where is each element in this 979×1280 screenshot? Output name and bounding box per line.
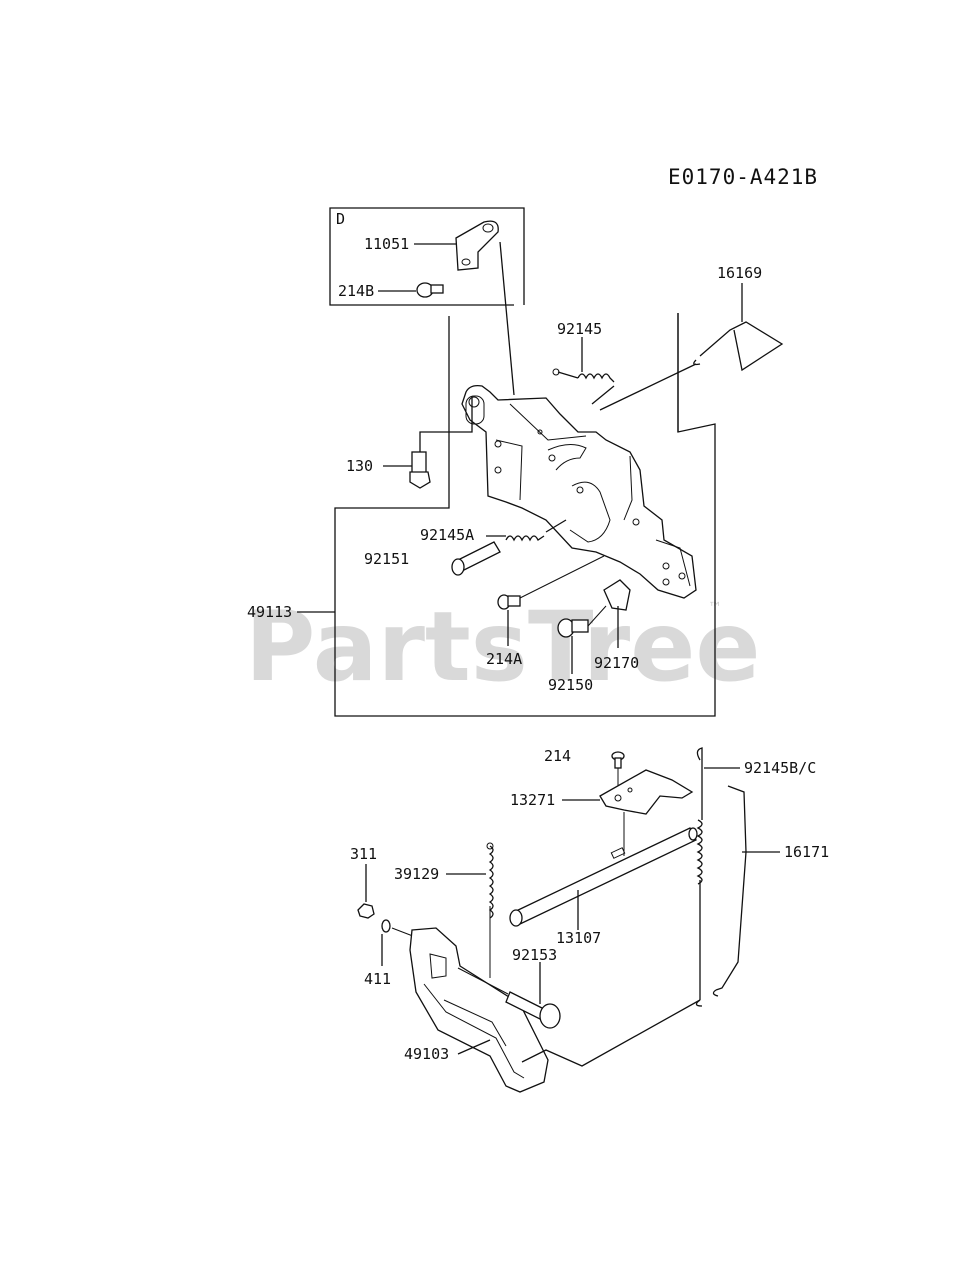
bolt-130: 130 (346, 396, 473, 489)
washer-411: 411 (364, 919, 391, 988)
connector-line (521, 999, 701, 1067)
label-92170: 92170 (594, 654, 639, 672)
label-92145BC: 92145B/C (744, 759, 816, 777)
label-214B: 214B (338, 282, 374, 300)
label-16169: 16169 (717, 264, 762, 282)
screw-214A: 214A (486, 555, 605, 668)
nut-311: 311 (350, 845, 377, 919)
lever-49103: 49103 (391, 927, 549, 1093)
callout-92170: 92170 (594, 606, 639, 672)
label-92145A: 92145A (420, 526, 474, 544)
callout-11051: 11051 (364, 235, 457, 253)
label-92150: 92150 (548, 676, 593, 694)
watermark-brand: PartsTree (245, 591, 760, 703)
label-214A: 214A (486, 650, 522, 668)
inset-box-d: D (329, 207, 525, 306)
plate-13271: 13271 (510, 769, 694, 856)
label-311: 311 (350, 845, 377, 863)
assembly-box-49113 (334, 313, 716, 717)
spring-92145: 92145 (552, 320, 615, 405)
spring-92145BC: 92145B/C (695, 747, 816, 1007)
inset-letter: D (336, 210, 345, 228)
spring-92145A: 92145A (420, 519, 567, 544)
callout-214B: 214B (338, 282, 416, 300)
link-rod-16169: 16169 (693, 264, 784, 372)
pin-92153: 92153 (457, 946, 561, 1029)
callout-49113: 49113 (247, 603, 335, 621)
bolt-92150: 92150 (548, 605, 607, 694)
rod-16171: 16171 (712, 785, 829, 997)
diagram-code: E0170-A421B (668, 165, 818, 189)
label-13107: 13107 (556, 929, 601, 947)
label-13271: 13271 (510, 791, 555, 809)
screw-214: 214 (544, 747, 625, 794)
label-11051: 11051 (364, 235, 409, 253)
label-16171: 16171 (784, 843, 829, 861)
label-130: 130 (346, 457, 373, 475)
spring-39129: 39129 (394, 842, 494, 978)
label-39129: 39129 (394, 865, 439, 883)
label-49103: 49103 (404, 1045, 449, 1063)
shaft-13107: 13107 (509, 827, 698, 947)
control-bracket-49113 (461, 384, 697, 611)
label-92145: 92145 (557, 320, 602, 338)
label-92153: 92153 (512, 946, 557, 964)
label-92151: 92151 (364, 550, 409, 568)
label-411: 411 (364, 970, 391, 988)
label-214: 214 (544, 747, 571, 765)
bolt-92151: 92151 (364, 541, 501, 576)
label-49113: 49113 (247, 603, 292, 621)
